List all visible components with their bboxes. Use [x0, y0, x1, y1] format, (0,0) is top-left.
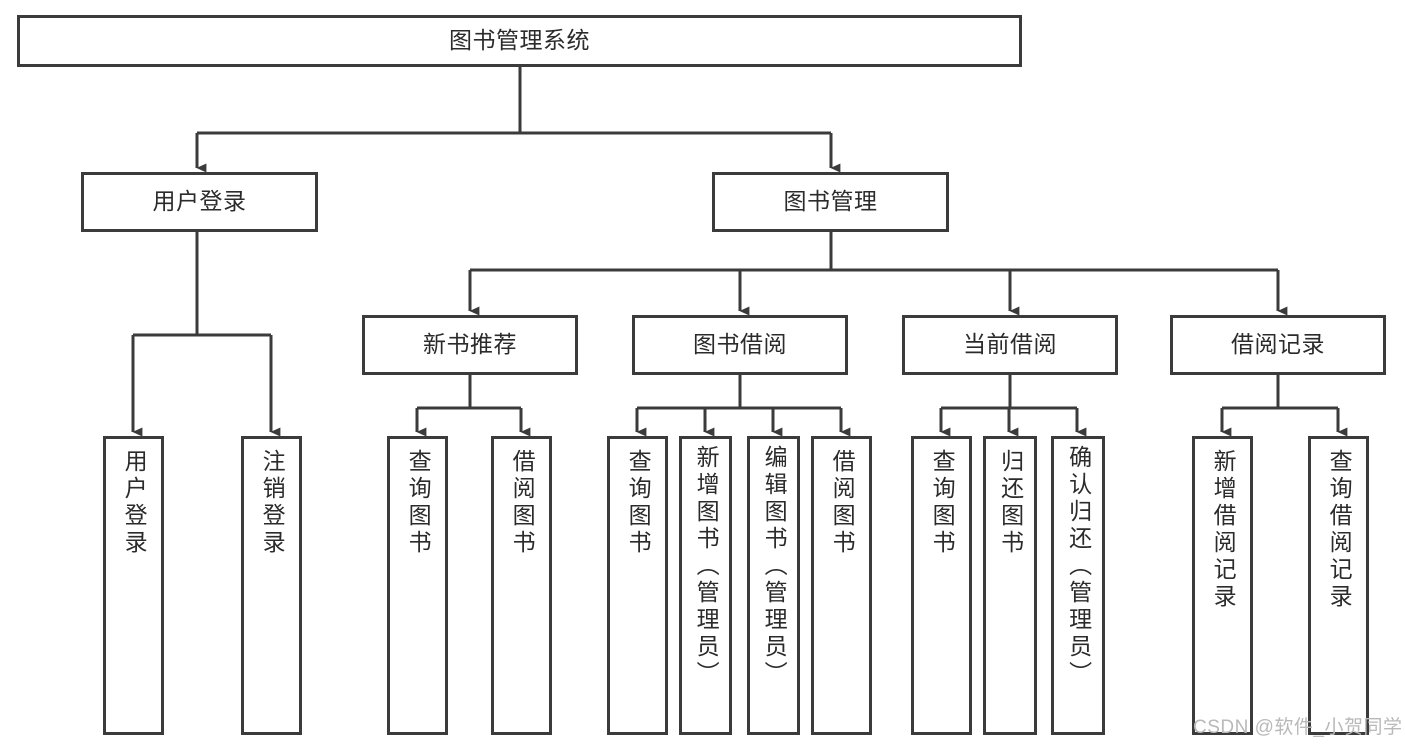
- leaf-user-login-login[interactable]: 用户登录: [103, 436, 164, 735]
- leaf-new-book-query-label: 查询图书: [405, 449, 432, 557]
- leaf-current-borrow-query[interactable]: 查询图书: [911, 436, 972, 735]
- node-book-borrow[interactable]: 图书借阅: [632, 315, 848, 375]
- node-new-book-recommend-label: 新书推荐: [423, 331, 517, 358]
- leaf-book-borrow-edit[interactable]: 编辑图书（管理员）: [747, 436, 800, 735]
- leaf-current-borrow-return[interactable]: 归还图书: [983, 436, 1037, 735]
- leaf-current-borrow-return-label: 归还图书: [997, 449, 1024, 557]
- leaf-borrow-record-add-label: 新增借阅记录: [1210, 449, 1237, 611]
- leaf-book-borrow-borrow[interactable]: 借阅图书: [811, 436, 872, 735]
- node-book-borrow-label: 图书借阅: [693, 331, 787, 358]
- node-borrow-record-label: 借阅记录: [1231, 331, 1325, 358]
- leaf-current-borrow-query-label: 查询图书: [929, 449, 956, 557]
- node-user-login-label: 用户登录: [152, 188, 247, 215]
- leaf-current-borrow-confirm[interactable]: 确认归还（管理员）: [1051, 436, 1105, 735]
- leaf-user-login-logout[interactable]: 注销登录: [241, 436, 302, 735]
- leaf-borrow-record-add[interactable]: 新增借阅记录: [1192, 436, 1253, 735]
- leaf-book-borrow-add[interactable]: 新增图书（管理员）: [679, 436, 732, 735]
- node-user-login[interactable]: 用户登录: [81, 172, 318, 232]
- leaf-new-book-query[interactable]: 查询图书: [387, 436, 448, 735]
- leaf-book-borrow-query[interactable]: 查询图书: [607, 436, 668, 735]
- leaf-book-borrow-add-label: 新增图书（管理员）: [693, 445, 720, 688]
- leaf-borrow-record-query-label: 查询借阅记录: [1326, 449, 1353, 611]
- node-current-borrow[interactable]: 当前借阅: [902, 315, 1118, 375]
- node-borrow-record[interactable]: 借阅记录: [1170, 315, 1386, 375]
- node-current-borrow-label: 当前借阅: [963, 331, 1057, 358]
- node-root-label: 图书管理系统: [449, 27, 590, 54]
- leaf-book-borrow-borrow-label: 借阅图书: [829, 449, 856, 557]
- node-root-book-management-system[interactable]: 图书管理系统: [17, 15, 1022, 67]
- leaf-user-login-login-label: 用户登录: [121, 449, 148, 557]
- leaf-book-borrow-query-label: 查询图书: [625, 449, 652, 557]
- leaf-book-borrow-edit-label: 编辑图书（管理员）: [761, 445, 788, 688]
- leaf-new-book-borrow[interactable]: 借阅图书: [491, 436, 552, 735]
- leaf-current-borrow-confirm-label: 确认归还（管理员）: [1065, 445, 1092, 688]
- leaf-new-book-borrow-label: 借阅图书: [509, 449, 536, 557]
- leaf-borrow-record-query[interactable]: 查询借阅记录: [1308, 436, 1369, 735]
- node-book-management[interactable]: 图书管理: [712, 172, 949, 232]
- node-book-management-label: 图书管理: [783, 188, 878, 215]
- node-new-book-recommend[interactable]: 新书推荐: [362, 315, 578, 375]
- leaf-user-login-logout-label: 注销登录: [259, 449, 286, 557]
